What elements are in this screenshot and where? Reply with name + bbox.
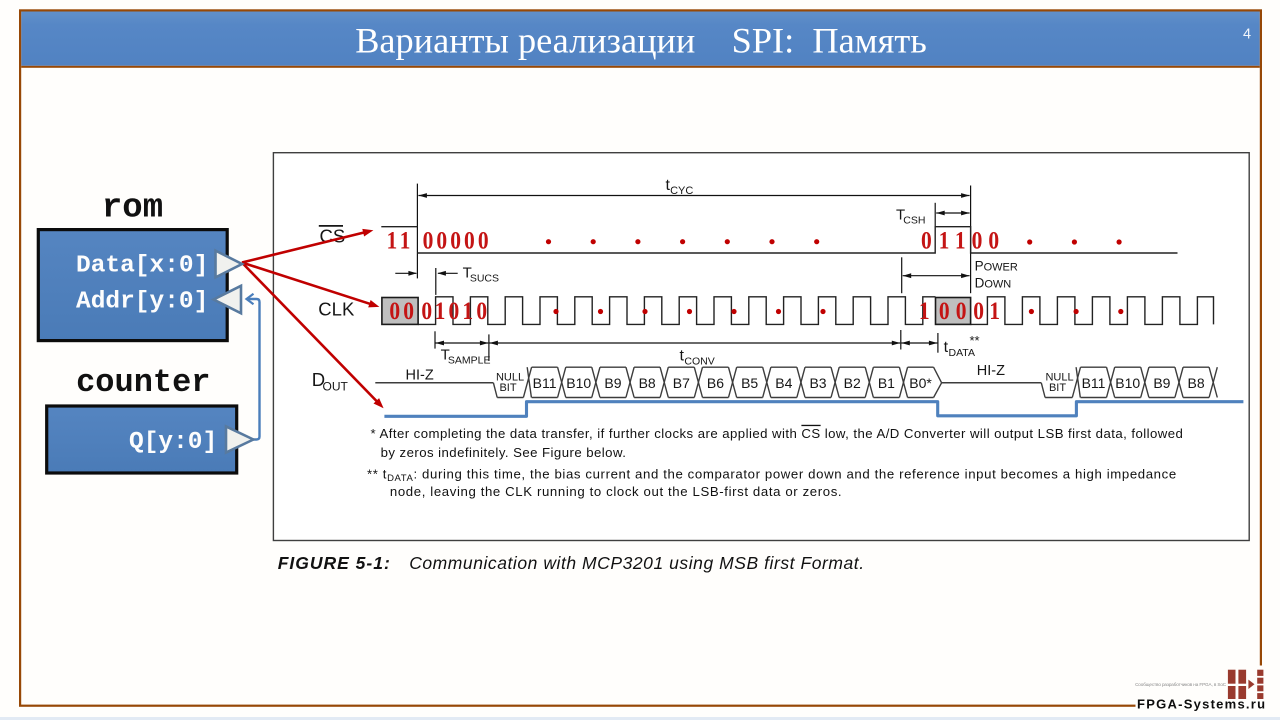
svg-text:0: 0 [988,227,999,255]
svg-text:0: 0 [421,297,432,325]
svg-text:Data[x:0]: Data[x:0] [76,252,208,279]
svg-text:B11: B11 [1082,375,1106,391]
svg-text:Варианты реализации SPI: П: Варианты реализации SPI: Память [355,21,927,61]
svg-text:1: 1 [919,297,930,325]
svg-text:0: 0 [972,227,983,255]
svg-text:B6: B6 [707,375,724,391]
svg-text:Q[y:0]: Q[y:0] [129,429,217,456]
svg-text:Communication with MCP3201 usi: Communication with MCP3201 using MSB fir… [409,553,864,573]
svg-text:0: 0 [973,297,984,325]
svg-text:* After completing the data tr: * After completing the data transfer, if… [371,426,1184,441]
svg-text:Сообщество разработчиков на FP: Сообщество разработчиков на FPGA, в SoC [1135,682,1227,687]
svg-text:POWER: POWER [975,258,1018,273]
svg-text:B5: B5 [741,375,758,391]
svg-text:0: 0 [464,227,475,255]
svg-text:0: 0 [436,227,447,255]
svg-text:CONV: CONV [684,356,714,368]
svg-text:NULL: NULL [1045,372,1073,384]
svg-text:SUCS: SUCS [470,273,499,285]
svg-text:B4: B4 [775,375,792,391]
svg-text:B9: B9 [1153,375,1170,391]
svg-text:HI-Z: HI-Z [977,363,1005,379]
svg-text:T: T [896,207,905,224]
svg-text:B7: B7 [673,375,690,391]
svg-text:B2: B2 [844,375,861,391]
svg-text:1: 1 [462,297,473,325]
svg-text:SAMPLE: SAMPLE [448,355,491,367]
svg-text:1: 1 [955,227,966,255]
svg-text:B10: B10 [1115,375,1140,391]
svg-text:1: 1 [435,297,446,325]
svg-text:0: 0 [449,297,460,325]
svg-text:T: T [441,347,450,364]
svg-text:T: T [463,265,472,282]
svg-text:B9: B9 [604,375,621,391]
svg-text:1: 1 [387,227,398,255]
svg-text:BIT: BIT [499,382,516,394]
svg-text:node, leaving the CLK running: node, leaving the CLK running to clock o… [390,484,842,499]
svg-text:BIT: BIT [1049,382,1066,394]
svg-text:**: ** [970,333,980,348]
svg-text:NULL: NULL [496,372,524,384]
svg-text:CYC: CYC [670,185,693,197]
svg-text:B3: B3 [809,375,826,391]
svg-text:0: 0 [956,297,967,325]
svg-text:1: 1 [400,227,411,255]
svg-text:1: 1 [989,297,1000,325]
svg-text:CSH: CSH [903,215,925,227]
svg-text:FIGURE 5-1:: FIGURE 5-1: [278,553,391,573]
svg-text:D: D [312,369,325,390]
svg-text:t: t [666,177,671,194]
svg-text:by zeros indefinitely. See Fig: by zeros indefinitely. See Figure below. [381,445,627,460]
svg-text:B10: B10 [566,375,591,391]
svg-text:OUT: OUT [323,380,349,394]
svg-text:1: 1 [939,227,950,255]
svg-text:0: 0 [478,227,489,255]
svg-text:B1: B1 [878,375,895,391]
svg-text:FPGA-Systems.ru: FPGA-Systems.ru [1137,697,1266,712]
svg-text:0: 0 [389,297,400,325]
svg-text:Addr[y:0]: Addr[y:0] [76,289,208,316]
svg-text:DATA: DATA [949,347,975,359]
svg-text:0: 0 [403,297,414,325]
svg-text:B8: B8 [639,375,656,391]
svg-text:B0*: B0* [909,375,932,391]
svg-text:counter: counter [76,364,210,401]
svg-text:4: 4 [1243,27,1251,43]
svg-text:CLK: CLK [318,298,355,319]
svg-text:0: 0 [476,297,487,325]
svg-text:0: 0 [939,297,950,325]
svg-text:** tDATA: during this time, th: ** tDATA: during this time, the bias cur… [367,466,1177,484]
svg-text:HI-Z: HI-Z [406,367,434,383]
svg-text:DOWN: DOWN [975,276,1012,291]
svg-text:0: 0 [423,227,434,255]
svg-text:0: 0 [450,227,461,255]
svg-text:rom: rom [102,189,163,227]
svg-text:0: 0 [921,227,932,255]
svg-text:B8: B8 [1188,375,1205,391]
svg-text:t: t [680,348,685,365]
svg-text:B11: B11 [533,375,557,391]
svg-text:t: t [944,339,949,356]
